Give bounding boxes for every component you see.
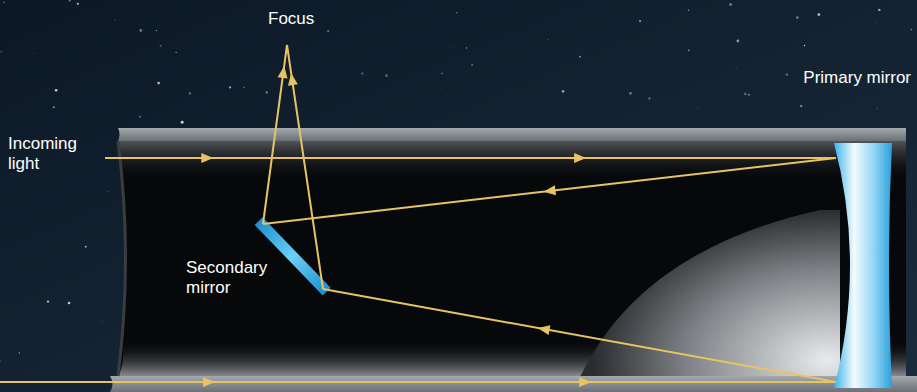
star xyxy=(629,92,632,95)
light-ray xyxy=(323,289,836,382)
star xyxy=(910,29,912,31)
star xyxy=(160,45,162,47)
star xyxy=(69,0,71,2)
star xyxy=(139,116,141,118)
star xyxy=(648,97,650,99)
secondary-mirror-shape xyxy=(255,217,331,295)
ray-arrowhead xyxy=(579,377,591,387)
star xyxy=(688,9,689,10)
star xyxy=(786,73,788,75)
star xyxy=(562,90,565,93)
ray-arrowhead xyxy=(203,377,215,387)
primary-mirror-shape xyxy=(834,143,892,388)
star xyxy=(244,87,245,88)
ray-arrowhead xyxy=(286,72,298,85)
star xyxy=(456,12,457,13)
star xyxy=(736,40,739,43)
star xyxy=(3,2,5,4)
star xyxy=(108,191,110,193)
star xyxy=(0,51,2,53)
star xyxy=(697,107,699,109)
star xyxy=(744,92,747,95)
light-ray xyxy=(105,157,836,159)
star xyxy=(547,38,549,40)
star xyxy=(33,52,35,54)
star xyxy=(804,45,805,46)
star xyxy=(55,89,58,92)
star xyxy=(878,9,880,11)
incoming-light-label: Incoming light xyxy=(8,134,92,175)
star xyxy=(181,121,184,124)
ray-arrowhead xyxy=(537,323,551,335)
star xyxy=(19,352,20,353)
star xyxy=(361,72,363,74)
star xyxy=(157,82,160,85)
star xyxy=(68,302,71,305)
star xyxy=(175,52,176,53)
star xyxy=(0,360,1,361)
star xyxy=(139,29,142,32)
star xyxy=(114,20,116,22)
star xyxy=(53,106,55,108)
star xyxy=(85,246,87,248)
ray-arrowhead xyxy=(201,153,213,163)
primary-mirror-label: Primary mirror xyxy=(803,68,911,88)
star xyxy=(189,92,192,95)
ray-arrowhead xyxy=(278,65,290,78)
star xyxy=(579,56,581,58)
star xyxy=(452,47,454,49)
ray-arrowhead xyxy=(574,153,586,163)
star xyxy=(327,30,329,32)
star xyxy=(796,16,798,18)
star xyxy=(735,66,737,68)
star xyxy=(385,74,388,77)
star xyxy=(800,105,802,107)
star xyxy=(729,3,732,6)
star xyxy=(266,91,268,93)
light-ray xyxy=(287,45,323,289)
star xyxy=(101,320,103,322)
star xyxy=(471,64,473,66)
star xyxy=(639,20,641,22)
focus-label: Focus xyxy=(268,9,314,29)
star xyxy=(466,47,467,48)
star xyxy=(440,88,442,90)
star xyxy=(47,300,49,302)
ray-arrowhead xyxy=(543,185,556,196)
star xyxy=(441,72,443,74)
star xyxy=(77,3,79,5)
light-ray xyxy=(0,381,836,383)
star xyxy=(156,30,157,31)
light-ray xyxy=(263,158,836,224)
star xyxy=(875,21,877,23)
star xyxy=(877,108,878,109)
star xyxy=(688,49,690,51)
secondary-mirror-label: Secondary mirror xyxy=(186,258,274,299)
star xyxy=(229,86,231,88)
star xyxy=(748,94,750,96)
star xyxy=(818,13,821,16)
